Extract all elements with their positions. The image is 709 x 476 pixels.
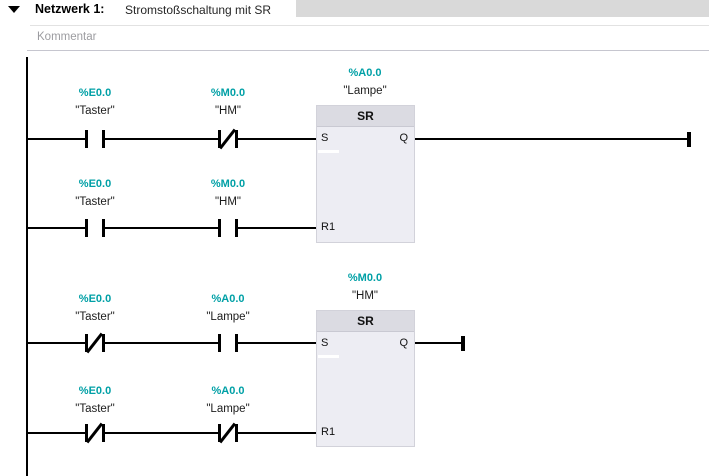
contact-bar [235,219,238,237]
divider [30,25,709,26]
operand-name[interactable]: "HM" [214,196,242,208]
operand-address[interactable]: %M0.0 [347,272,383,284]
wire-gap [86,226,104,230]
contact-bar [85,334,88,352]
wire-gap [219,341,237,345]
contact-no[interactable] [83,129,107,149]
contact-no[interactable] [83,218,107,238]
operand-address[interactable]: %E0.0 [78,293,112,305]
operand-address[interactable]: %E0.0 [78,178,112,190]
contact-bar [235,334,238,352]
wire [27,138,316,140]
divider [27,50,709,51]
contact-bar [102,424,105,442]
sr-block-lampe[interactable]: SR S Q R1 [316,105,415,243]
wire-gap [219,226,237,230]
contact-no[interactable] [216,333,240,353]
operand-address[interactable]: %A0.0 [348,67,382,79]
pin-r1: R1 [321,426,336,438]
contact-bar [85,424,88,442]
power-rail [26,57,28,476]
operand-name[interactable]: "Taster" [75,311,115,323]
operand-name[interactable]: "HM" [351,290,379,302]
operand-address[interactable]: %A0.0 [211,293,245,305]
wire-gap [86,137,104,141]
open-branch-end [461,336,465,351]
contact-bar [218,334,221,352]
operand-name[interactable]: "Taster" [75,105,115,117]
pin-q: Q [399,337,408,349]
contact-nc[interactable] [216,128,240,150]
wire [27,342,316,344]
contact-bar [218,424,221,442]
wire [415,138,688,140]
wire [415,342,462,344]
contact-bar [85,130,88,148]
contact-nc[interactable] [216,422,240,444]
sr-block-title: SR [317,311,414,332]
pin-r1: R1 [321,221,336,233]
wire [27,227,316,229]
contact-bar [218,130,221,148]
open-branch-end [687,132,691,147]
contact-bar [102,219,105,237]
contact-no[interactable] [216,218,240,238]
operand-address[interactable]: %M0.0 [210,87,246,99]
operand-address[interactable]: %E0.0 [78,87,112,99]
contact-nc[interactable] [83,332,107,354]
operand-name[interactable]: "HM" [214,105,242,117]
operand-name[interactable]: "Taster" [75,196,115,208]
operand-name[interactable]: "Taster" [75,403,115,415]
pin-s: S [321,132,329,144]
wire [27,432,316,434]
operand-name[interactable]: "Lampe" [206,311,250,323]
network-header-band [296,0,709,17]
sr-block-hm[interactable]: SR S Q R1 [316,310,415,447]
contact-bar [235,424,238,442]
operand-address[interactable]: %M0.0 [210,178,246,190]
contact-nc[interactable] [83,422,107,444]
comment-field[interactable]: Kommentar [37,31,97,43]
pin-q: Q [399,132,408,144]
operand-address[interactable]: %E0.0 [78,385,112,397]
network-collapse-icon[interactable] [8,6,20,13]
network-label: Netzwerk 1: [35,2,105,16]
sr-block-title: SR [317,106,414,127]
pin-field-marker [318,150,339,153]
contact-bar [85,219,88,237]
contact-bar [235,130,238,148]
operand-address[interactable]: %A0.0 [211,385,245,397]
operand-name[interactable]: "Lampe" [206,403,250,415]
network-title[interactable]: Stromstoßschaltung mit SR [125,3,272,17]
pin-field-marker [318,355,339,358]
operand-name[interactable]: "Lampe" [343,85,387,97]
contact-bar [102,130,105,148]
contact-bar [102,334,105,352]
pin-s: S [321,337,329,349]
contact-bar [218,219,221,237]
